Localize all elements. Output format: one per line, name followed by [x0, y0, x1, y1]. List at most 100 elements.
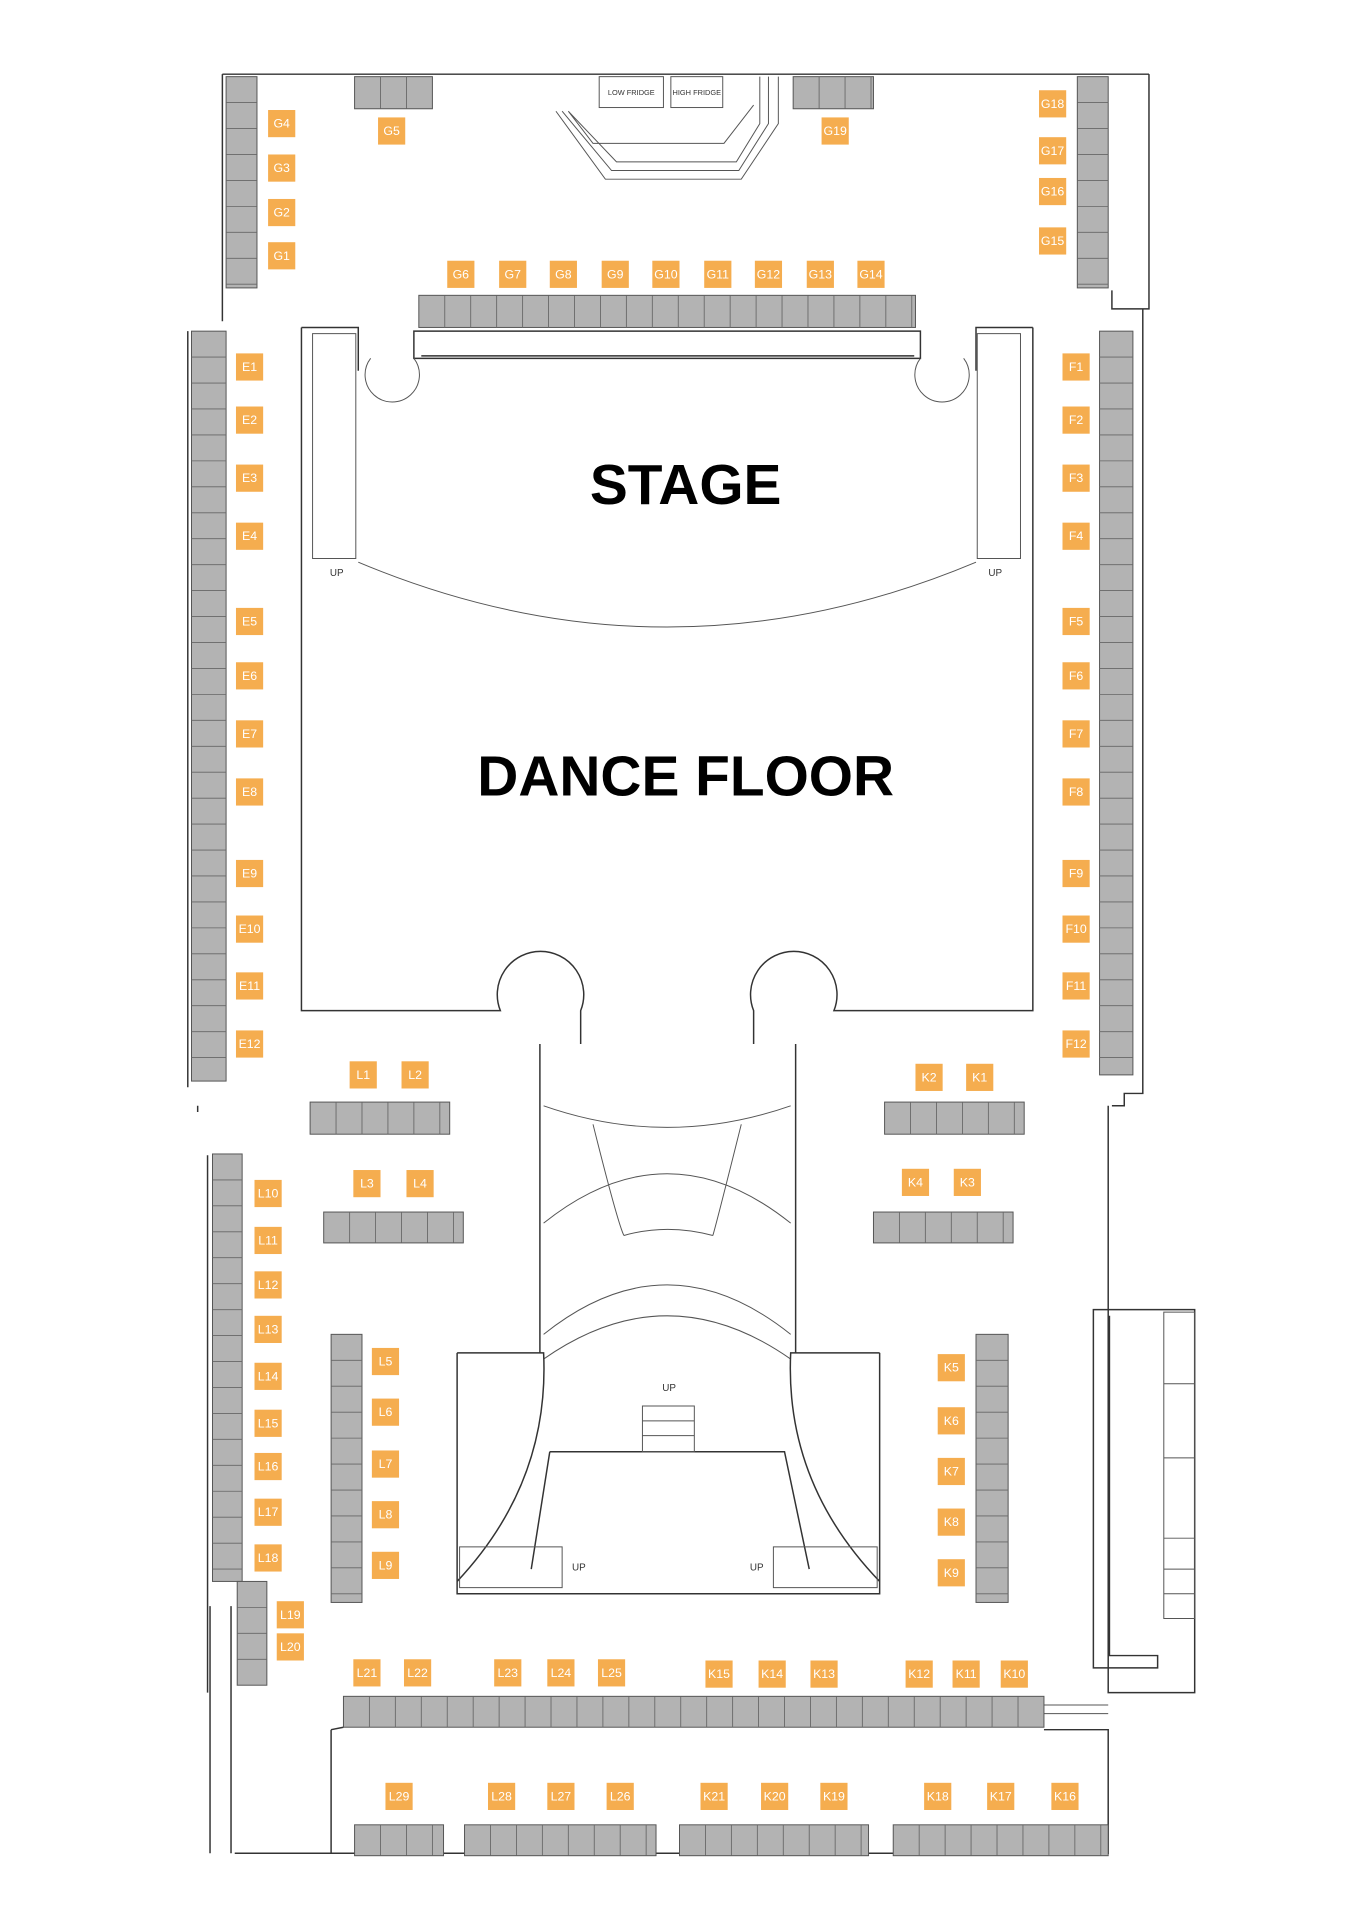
table-g11[interactable]: G11	[704, 260, 732, 288]
table-marker[interactable]	[499, 260, 527, 288]
table-marker[interactable]	[937, 1457, 965, 1486]
table-g1[interactable]: G1	[268, 242, 296, 270]
table-l28[interactable]: L28	[488, 1782, 516, 1810]
table-marker[interactable]	[1062, 778, 1090, 806]
table-marker[interactable]	[268, 242, 296, 270]
table-marker[interactable]	[401, 1061, 429, 1089]
table-marker[interactable]	[1062, 859, 1090, 888]
table-marker[interactable]	[371, 1398, 400, 1426]
table-e6[interactable]: E6	[235, 662, 264, 690]
table-g14[interactable]: G14	[857, 260, 885, 288]
table-k12[interactable]: K12	[905, 1660, 933, 1688]
table-e8[interactable]: E8	[235, 778, 264, 806]
table-l5[interactable]: L5	[371, 1347, 400, 1376]
table-l6[interactable]: L6	[371, 1398, 400, 1426]
table-l26[interactable]: L26	[606, 1782, 634, 1810]
table-l22[interactable]: L22	[403, 1659, 432, 1687]
table-f8[interactable]: F8	[1062, 778, 1090, 806]
table-k21[interactable]: K21	[700, 1782, 728, 1810]
table-l9[interactable]: L9	[371, 1551, 400, 1579]
table-marker[interactable]	[254, 1226, 282, 1255]
table-marker[interactable]	[1062, 1030, 1090, 1058]
table-marker[interactable]	[371, 1347, 400, 1376]
table-g8[interactable]: G8	[549, 260, 577, 288]
table-l12[interactable]: L12	[254, 1271, 282, 1299]
table-l21[interactable]: L21	[353, 1659, 381, 1687]
table-marker[interactable]	[276, 1633, 304, 1661]
table-k10[interactable]: K10	[1000, 1660, 1028, 1688]
table-marker[interactable]	[353, 1170, 381, 1198]
table-marker[interactable]	[924, 1782, 952, 1810]
table-marker[interactable]	[254, 1271, 282, 1299]
table-g7[interactable]: G7	[499, 260, 527, 288]
table-marker[interactable]	[1039, 90, 1067, 118]
table-g6[interactable]: G6	[447, 260, 475, 288]
table-marker[interactable]	[254, 1544, 282, 1572]
table-marker[interactable]	[353, 1659, 381, 1687]
table-l19[interactable]: L19	[276, 1601, 304, 1629]
table-marker[interactable]	[1062, 522, 1090, 550]
table-l13[interactable]: L13	[254, 1315, 282, 1343]
table-marker[interactable]	[268, 198, 296, 227]
table-marker[interactable]	[1062, 720, 1090, 748]
table-marker[interactable]	[268, 154, 296, 182]
table-marker[interactable]	[597, 1659, 626, 1687]
table-marker[interactable]	[488, 1782, 516, 1810]
table-k9[interactable]: K9	[937, 1559, 965, 1587]
table-l1[interactable]: L1	[349, 1061, 377, 1089]
table-marker[interactable]	[371, 1501, 400, 1529]
table-f9[interactable]: F9	[1062, 859, 1090, 888]
table-f5[interactable]: F5	[1062, 607, 1090, 636]
table-marker[interactable]	[254, 1315, 282, 1343]
table-marker[interactable]	[403, 1659, 432, 1687]
table-k3[interactable]: K3	[953, 1168, 981, 1196]
table-f2[interactable]: F2	[1062, 406, 1090, 434]
table-e12[interactable]: E12	[235, 1030, 264, 1058]
table-k17[interactable]: K17	[987, 1782, 1015, 1810]
table-l7[interactable]: L7	[371, 1450, 400, 1478]
table-l4[interactable]: L4	[406, 1170, 434, 1198]
table-k8[interactable]: K8	[937, 1508, 965, 1536]
table-f6[interactable]: F6	[1062, 662, 1090, 690]
table-k13[interactable]: K13	[810, 1660, 838, 1688]
table-k2[interactable]: K2	[915, 1063, 943, 1091]
table-marker[interactable]	[547, 1782, 575, 1810]
table-marker[interactable]	[1051, 1782, 1079, 1810]
table-f7[interactable]: F7	[1062, 720, 1090, 748]
table-marker[interactable]	[447, 260, 475, 288]
table-l18[interactable]: L18	[254, 1544, 282, 1572]
table-marker[interactable]	[378, 117, 406, 145]
table-l27[interactable]: L27	[547, 1782, 575, 1810]
table-g15[interactable]: G15	[1039, 227, 1067, 255]
table-marker[interactable]	[820, 1782, 848, 1810]
table-marker[interactable]	[953, 1168, 981, 1196]
table-l25[interactable]: L25	[597, 1659, 626, 1687]
table-g2[interactable]: G2	[268, 198, 296, 227]
table-k4[interactable]: K4	[901, 1168, 930, 1196]
table-l23[interactable]: L23	[494, 1659, 522, 1687]
table-f11[interactable]: F11	[1062, 972, 1090, 1000]
table-k14[interactable]: K14	[758, 1660, 786, 1688]
table-marker[interactable]	[547, 1659, 575, 1687]
table-g19[interactable]: G19	[821, 117, 849, 145]
table-l8[interactable]: L8	[371, 1501, 400, 1529]
table-marker[interactable]	[806, 260, 834, 288]
table-l15[interactable]: L15	[254, 1409, 282, 1437]
table-marker[interactable]	[966, 1063, 994, 1091]
table-k19[interactable]: K19	[820, 1782, 848, 1810]
table-marker[interactable]	[254, 1362, 282, 1390]
table-l24[interactable]: L24	[547, 1659, 575, 1687]
table-l29[interactable]: L29	[385, 1782, 413, 1810]
table-g16[interactable]: G16	[1039, 177, 1067, 206]
table-l2[interactable]: L2	[401, 1061, 429, 1089]
table-e7[interactable]: E7	[235, 720, 264, 748]
table-marker[interactable]	[1062, 915, 1090, 943]
table-marker[interactable]	[235, 522, 264, 550]
table-g3[interactable]: G3	[268, 154, 296, 182]
table-f10[interactable]: F10	[1062, 915, 1090, 943]
table-marker[interactable]	[494, 1659, 522, 1687]
table-marker[interactable]	[758, 1660, 786, 1688]
table-marker[interactable]	[1039, 177, 1067, 206]
table-marker[interactable]	[1062, 972, 1090, 1000]
table-marker[interactable]	[937, 1407, 965, 1435]
